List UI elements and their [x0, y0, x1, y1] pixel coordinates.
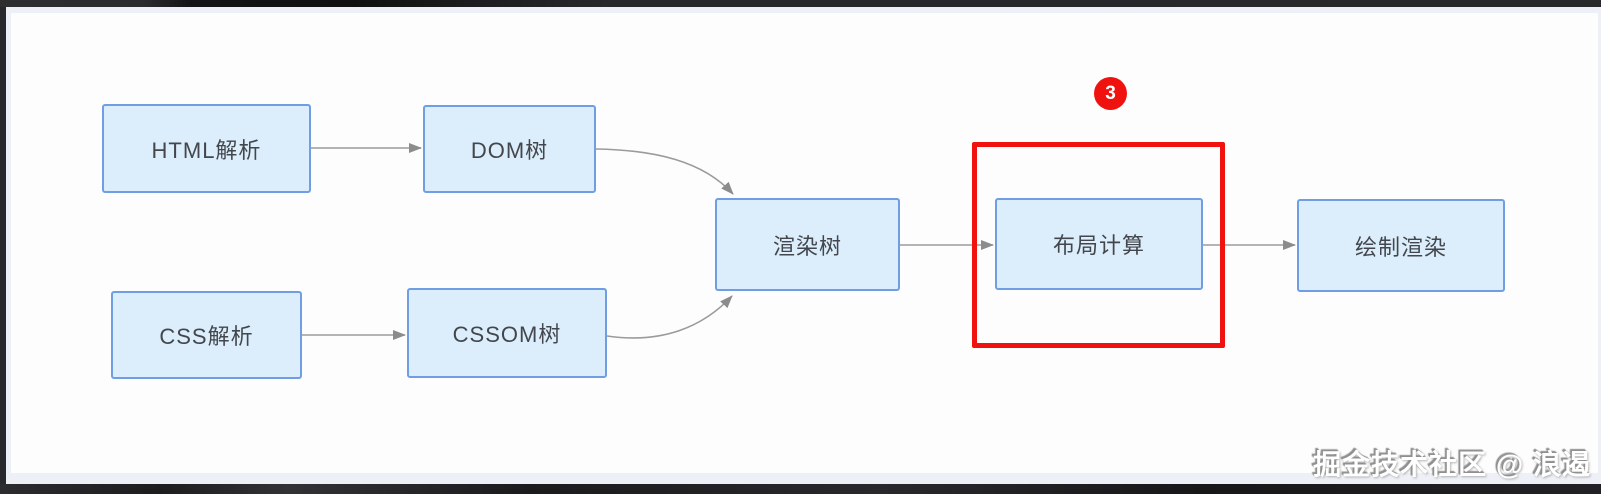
window-frame-top [0, 0, 1601, 7]
node-paint-render: 绘制渲染 [1297, 199, 1505, 292]
node-dom-tree-label: DOM树 [470, 138, 549, 163]
node-layout-calc-label: 布局计算 [1052, 233, 1145, 258]
step-number-label: 3 [1105, 82, 1116, 104]
window-frame-left [0, 0, 6, 494]
node-css-parse: CSS解析 [111, 291, 302, 379]
node-cssom-tree: CSSOM树 [407, 288, 607, 378]
node-html-parse-label: HTML解析 [151, 137, 262, 163]
node-render-tree-label: 渲染树 [772, 233, 842, 259]
node-cssom-tree-label: CSSOM树 [452, 322, 562, 347]
window-frame-bottom [0, 484, 1601, 494]
node-paint-render-label: 绘制渲染 [1354, 234, 1447, 260]
node-render-tree: 渲染树 [715, 198, 900, 291]
node-html-parse: HTML解析 [102, 104, 311, 193]
highlight-rectangle [972, 142, 1225, 348]
node-layout-calc: 布局计算 [995, 198, 1203, 290]
node-css-parse-label: CSS解析 [159, 324, 254, 349]
watermark-text: 掘金技术社区 @ 浪遏 [1313, 449, 1591, 480]
node-dom-tree: DOM树 [423, 105, 596, 193]
step-number-badge: 3 [1094, 77, 1127, 110]
